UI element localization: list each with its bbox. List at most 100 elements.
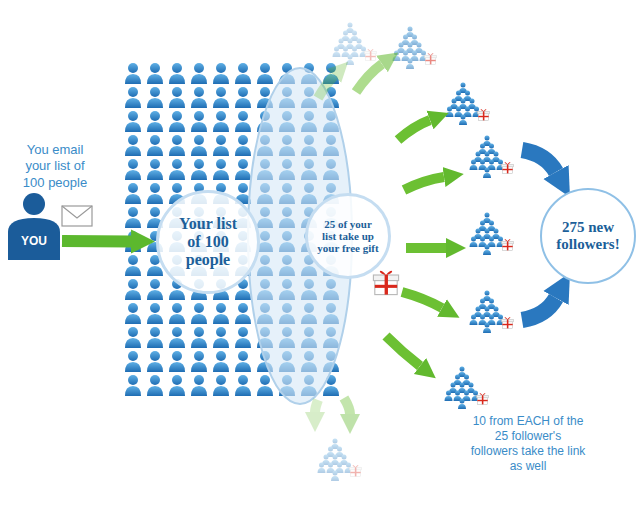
person-icon	[125, 87, 141, 108]
gift-icon	[373, 271, 398, 295]
follower-cluster	[470, 136, 514, 179]
person-icon	[125, 255, 141, 276]
follower-cluster	[446, 83, 490, 126]
person-icon	[147, 375, 163, 396]
person-icon	[235, 303, 251, 324]
person-icon	[257, 375, 273, 396]
person-icon	[147, 279, 163, 300]
person-icon	[125, 375, 141, 396]
gift-icon	[365, 49, 377, 60]
person-icon	[483, 168, 491, 179]
flow-arrow	[62, 235, 131, 247]
person-icon	[125, 63, 141, 84]
person-icon	[333, 47, 341, 58]
gift-circle: 25 of your list take up your free gift	[305, 193, 391, 279]
step-note: 10 from EACH of the 25 follower's follow…	[470, 414, 586, 474]
follower-cluster	[470, 213, 514, 256]
follower-cluster	[470, 291, 514, 334]
person-icon	[169, 87, 185, 108]
person-icon	[470, 315, 478, 326]
person-icon	[169, 111, 185, 132]
person-icon	[445, 391, 453, 402]
blue-arrow	[522, 150, 556, 172]
green-arrow	[315, 400, 318, 412]
person-icon	[191, 63, 207, 84]
person-label: YOU	[21, 234, 47, 248]
person-icon	[318, 463, 326, 474]
person-icon	[191, 111, 207, 132]
person-icon	[169, 375, 185, 396]
person-icon	[191, 135, 207, 156]
gift-icon	[502, 239, 514, 250]
person-icon	[147, 135, 163, 156]
follower-cluster	[318, 439, 362, 482]
person-icon	[235, 87, 251, 108]
person-icon	[125, 111, 141, 132]
person-icon	[235, 327, 251, 348]
person-icon	[191, 159, 207, 180]
person-icon	[213, 375, 229, 396]
person-icon	[213, 303, 229, 324]
result-circle: 275 new followers!	[540, 188, 636, 284]
person-icon	[235, 159, 251, 180]
green-arrow	[404, 177, 444, 190]
person-icon	[125, 327, 141, 348]
person-shape	[8, 192, 60, 260]
person-icon	[125, 159, 141, 180]
person-icon	[446, 107, 454, 118]
person-icon	[169, 135, 185, 156]
person-icon	[213, 159, 229, 180]
gift-icon	[502, 162, 514, 173]
person-icon	[147, 63, 163, 84]
green-arrow	[402, 292, 442, 308]
person-icon	[346, 55, 354, 66]
person-icon	[213, 327, 229, 348]
person-icon	[125, 135, 141, 156]
person-icon	[213, 135, 229, 156]
person-icon	[406, 59, 414, 70]
person-icon	[470, 160, 478, 171]
person-icon	[147, 159, 163, 180]
person-icon	[147, 351, 163, 372]
blue-arrow	[522, 298, 556, 320]
person-icon	[213, 351, 229, 372]
person-icon	[147, 87, 163, 108]
person-icon	[235, 135, 251, 156]
person-icon	[191, 375, 207, 396]
person-icon	[458, 399, 466, 410]
person-icon	[235, 111, 251, 132]
person-icon	[125, 279, 141, 300]
person-icon	[191, 351, 207, 372]
person-icon	[393, 51, 401, 62]
person-icon	[169, 303, 185, 324]
green-arrow	[406, 243, 446, 253]
person-icon	[213, 111, 229, 132]
green-arrow	[356, 64, 382, 92]
circle-label: 275 new followers!	[550, 219, 626, 253]
green-arrow	[386, 336, 420, 366]
person-icon	[125, 207, 141, 228]
list-circle: Your list of 100 people	[156, 190, 260, 294]
person-icon	[191, 327, 207, 348]
person-icon	[125, 351, 141, 372]
person-icon	[169, 63, 185, 84]
envelope-icon	[62, 206, 92, 226]
person-icon	[169, 351, 185, 372]
green-arrow	[344, 398, 350, 414]
person-icon	[147, 111, 163, 132]
person-icon	[191, 303, 207, 324]
person-icon	[125, 183, 141, 204]
person-icon	[213, 63, 229, 84]
follower-cluster	[393, 27, 437, 70]
person-icon	[169, 327, 185, 348]
green-arrow	[398, 120, 430, 140]
follower-cluster	[333, 23, 377, 66]
person-icon	[257, 63, 273, 84]
gift-icon	[477, 393, 489, 404]
person-icon	[147, 327, 163, 348]
step-note: You email your list of 100 people	[16, 142, 94, 191]
green-arrow	[318, 76, 334, 98]
person-icon	[147, 303, 163, 324]
gift-icon	[502, 317, 514, 328]
